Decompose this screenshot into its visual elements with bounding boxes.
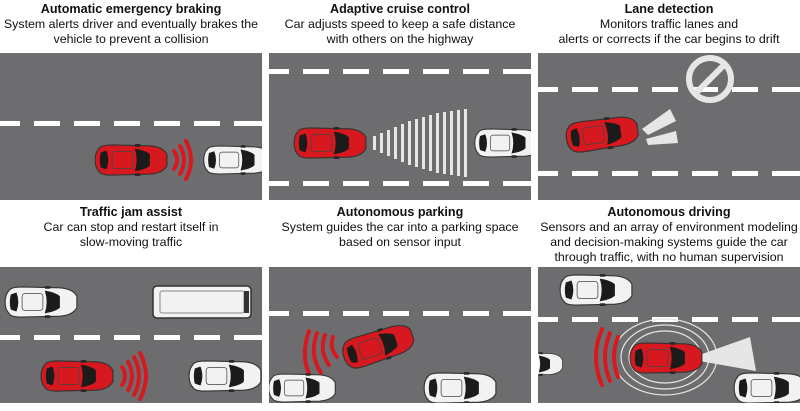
- white-car-icon: [733, 371, 800, 403]
- road-surface: [269, 53, 531, 200]
- panel-caption: Traffic jam assist Car can stop and rest…: [0, 203, 262, 250]
- panel-caption: Autonomous driving Sensors and an array …: [538, 203, 800, 265]
- white-car-icon: [188, 359, 262, 393]
- panel-description-line: vehicle to prevent a collision: [53, 32, 209, 46]
- red-car-icon: [293, 126, 367, 160]
- panel-description-line: Sensors and an array of environment mode…: [540, 220, 798, 234]
- panel-adaptive-cruise: Adaptive cruise control Car adjusts spee…: [269, 0, 531, 200]
- sensor-beam: [642, 109, 676, 135]
- red-car-icon: [40, 359, 114, 393]
- lane-marking: [538, 87, 800, 176]
- panel-description-line: based on sensor input: [339, 235, 461, 249]
- panel-title: Autonomous driving: [607, 205, 731, 219]
- sensor-wave-icon: [172, 139, 193, 181]
- panel-title: Lane detection: [624, 2, 714, 16]
- panel-lane-detection: Lane detection Monitors traffic lanes an…: [538, 0, 800, 200]
- lane-marking: [269, 69, 531, 186]
- road-scene: [0, 267, 262, 403]
- white-car-icon: [203, 144, 262, 176]
- panel-title: Automatic emergency braking: [40, 2, 222, 16]
- white-car-icon: [538, 351, 564, 377]
- panel-caption: Automatic emergency braking System alert…: [0, 0, 262, 47]
- road-surface: [0, 53, 262, 200]
- panel-description-line: System alerts driver and eventually brak…: [3, 17, 259, 31]
- panel-title: Adaptive cruise control: [330, 2, 470, 16]
- panel-description-line: Monitors traffic lanes and: [599, 17, 739, 31]
- red-car-icon: [629, 341, 703, 375]
- panel-description-line: Car can stop and restart itself in: [43, 220, 219, 234]
- road-illustration: [0, 53, 262, 200]
- distance-sensor-bars: [373, 109, 467, 177]
- sensor-wave-icon: [594, 327, 620, 387]
- white-car-icon: [423, 371, 497, 403]
- white-bus-icon: [152, 285, 252, 319]
- sensor-beam: [688, 337, 756, 371]
- panel-title: Autonomous parking: [336, 205, 464, 219]
- road-scene: [0, 53, 262, 200]
- road-illustration: [269, 267, 531, 403]
- lane-marking: [0, 335, 262, 340]
- panel-traffic-jam-assist: Traffic jam assist Car can stop and rest…: [0, 203, 262, 403]
- panel-description-line: Car adjusts speed to keep a safe distanc…: [284, 17, 516, 31]
- panel-autonomous-parking: Autonomous parking System guides the car…: [269, 203, 531, 403]
- road-illustration: [269, 53, 531, 200]
- panel-description-line: alerts or corrects if the car begins to …: [558, 32, 780, 46]
- panel-description-line: System guides the car into a parking spa…: [281, 220, 519, 234]
- panel-autonomous-driving: Autonomous driving Sensors and an array …: [538, 203, 800, 403]
- road-scene: [269, 267, 531, 403]
- road-scene: [538, 267, 800, 403]
- panel-description-line: and decision-making systems guide the ca…: [550, 235, 788, 249]
- panel-caption: Adaptive cruise control Car adjusts spee…: [269, 0, 531, 47]
- lane-marking: [0, 121, 262, 126]
- road-scene: [269, 53, 531, 200]
- road-scene: [538, 53, 800, 200]
- panel-caption: Autonomous parking System guides the car…: [269, 203, 531, 250]
- panel-title: Traffic jam assist: [79, 205, 183, 219]
- road-illustration: [538, 53, 800, 200]
- red-car-icon: [94, 143, 168, 177]
- road-illustration: [0, 267, 262, 403]
- white-car-icon: [559, 273, 633, 307]
- panel-emergency-braking: Automatic emergency braking System alert…: [0, 0, 262, 200]
- panel-description-line: with others on the highway: [326, 32, 474, 46]
- white-car-icon: [474, 127, 531, 159]
- panel-caption: Lane detection Monitors traffic lanes an…: [538, 0, 800, 47]
- sensor-beam: [646, 131, 678, 145]
- white-car-icon: [4, 285, 78, 319]
- road-illustration: [538, 267, 800, 403]
- no-entry-sign-icon: [686, 55, 734, 103]
- panel-description-line: through traffic, with no human supervisi…: [554, 250, 784, 264]
- sensor-wave-icon: [120, 351, 148, 401]
- lane-marking: [269, 311, 531, 316]
- white-car-icon: [269, 372, 336, 403]
- panel-description-line: slow-moving traffic: [79, 235, 183, 249]
